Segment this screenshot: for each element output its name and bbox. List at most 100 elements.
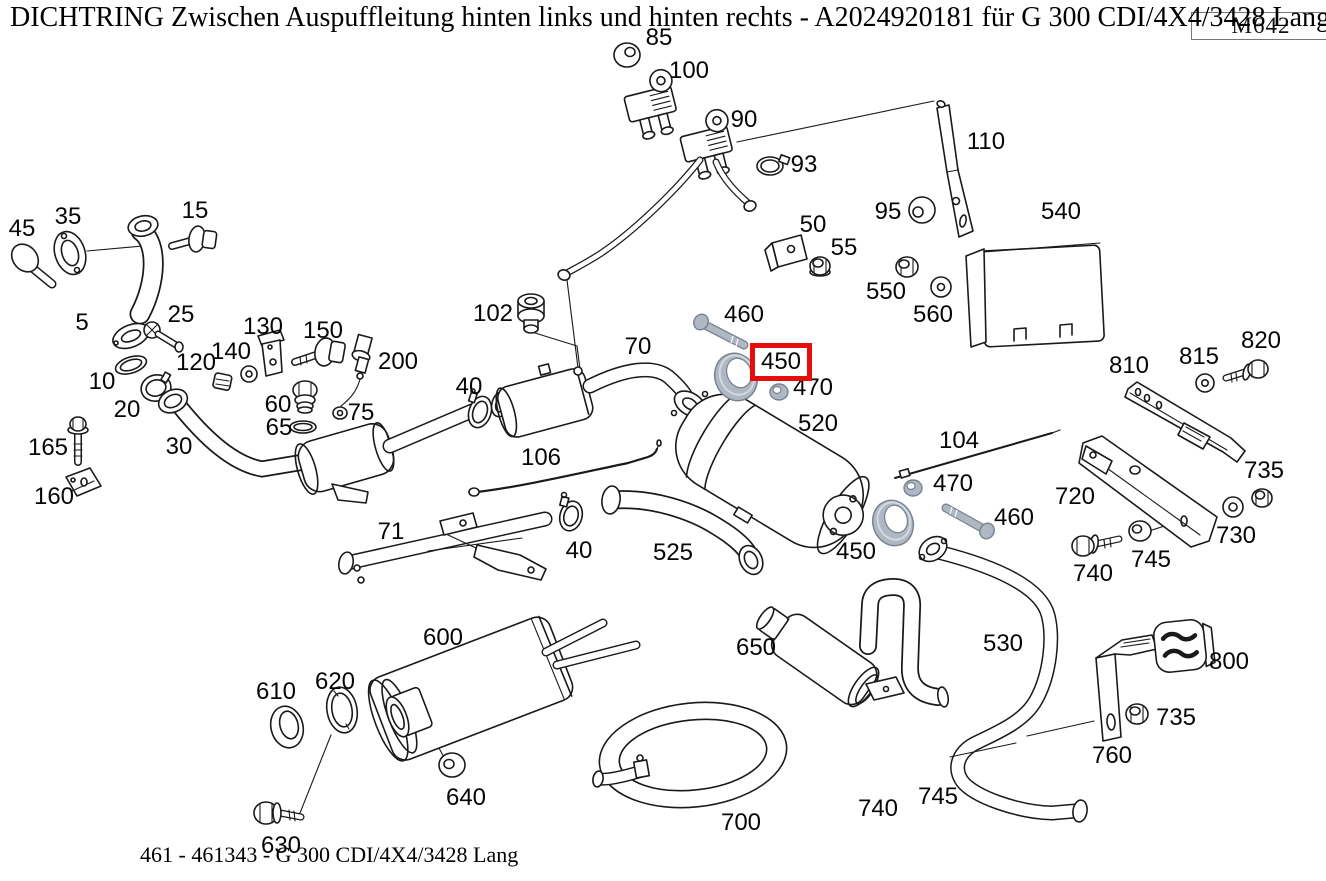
shape-bolt-460a-selected bbox=[693, 313, 749, 350]
shape-tailpipe-530 bbox=[918, 535, 1088, 823]
part-label-165[interactable]: 165 bbox=[27, 434, 69, 461]
part-label-200[interactable]: 200 bbox=[377, 348, 419, 375]
part-label-745[interactable]: 745 bbox=[1130, 546, 1172, 573]
part-label-800[interactable]: 800 bbox=[1208, 648, 1250, 675]
part-label-815[interactable]: 815 bbox=[1178, 343, 1220, 370]
part-label-740[interactable]: 740 bbox=[1072, 560, 1114, 587]
part-label-95[interactable]: 95 bbox=[874, 198, 902, 225]
part-label-740[interactable]: 740 bbox=[857, 795, 899, 822]
shape-washer-815 bbox=[1195, 373, 1215, 393]
part-label-102[interactable]: 102 bbox=[472, 300, 514, 327]
shape-washer-730 bbox=[1222, 496, 1244, 518]
part-label-75[interactable]: 75 bbox=[347, 399, 375, 426]
part-label-730[interactable]: 730 bbox=[1215, 522, 1257, 549]
part-label-650[interactable]: 650 bbox=[735, 634, 777, 661]
shape-bracket-720 bbox=[1078, 435, 1218, 548]
part-label-93[interactable]: 93 bbox=[790, 151, 818, 178]
part-label-630[interactable]: 630 bbox=[260, 832, 302, 859]
page-title: DICHTRING Zwischen Auspuffleitung hinten… bbox=[10, 2, 1326, 33]
part-label-720[interactable]: 720 bbox=[1054, 483, 1096, 510]
shape-dpf-body bbox=[495, 363, 594, 438]
shape-bracket-160 bbox=[65, 467, 102, 497]
part-label-460[interactable]: 460 bbox=[723, 301, 765, 328]
shape-washer-560 bbox=[930, 276, 952, 298]
shape-downpipe-5 bbox=[112, 214, 164, 350]
part-label-120[interactable]: 120 bbox=[175, 349, 217, 376]
part-label-540[interactable]: 540 bbox=[1040, 198, 1082, 225]
shape-grommet-75 bbox=[332, 406, 348, 420]
part-label-150[interactable]: 150 bbox=[302, 317, 344, 344]
part-label-50[interactable]: 50 bbox=[799, 211, 827, 238]
shape-bolt-45 bbox=[10, 243, 57, 289]
part-label-520[interactable]: 520 bbox=[797, 410, 839, 437]
part-label-30[interactable]: 30 bbox=[165, 433, 193, 460]
part-label-745[interactable]: 745 bbox=[917, 783, 959, 810]
shape-bolt-820 bbox=[1222, 359, 1269, 383]
part-label-810[interactable]: 810 bbox=[1108, 352, 1150, 379]
part-label-530[interactable]: 530 bbox=[982, 630, 1024, 657]
part-label-25[interactable]: 25 bbox=[167, 301, 195, 328]
shape-nut-550 bbox=[895, 256, 919, 278]
part-label-610[interactable]: 610 bbox=[255, 678, 297, 705]
shape-muffler-600 bbox=[367, 615, 574, 762]
part-label-470[interactable]: 470 bbox=[932, 470, 974, 497]
part-label-20[interactable]: 20 bbox=[113, 396, 141, 423]
part-label-60[interactable]: 60 bbox=[264, 391, 292, 418]
shape-bolt-630 bbox=[253, 801, 305, 825]
part-label-35[interactable]: 35 bbox=[54, 203, 82, 230]
shape-stud-25 bbox=[143, 321, 184, 353]
part-label-85[interactable]: 85 bbox=[645, 24, 673, 51]
part-label-100[interactable]: 100 bbox=[668, 57, 710, 84]
part-label-160[interactable]: 160 bbox=[33, 483, 75, 510]
part-label-106[interactable]: 106 bbox=[520, 444, 562, 471]
part-label-620[interactable]: 620 bbox=[314, 668, 356, 695]
part-label-460[interactable]: 460 bbox=[993, 504, 1035, 531]
part-label-104[interactable]: 104 bbox=[938, 427, 980, 454]
part-label-40[interactable]: 40 bbox=[455, 373, 483, 400]
part-label-110[interactable]: 110 bbox=[966, 128, 1006, 155]
part-label-640[interactable]: 640 bbox=[445, 784, 487, 811]
shape-dpf-nipple bbox=[573, 366, 583, 376]
shape-flex-hose-700 bbox=[592, 701, 788, 809]
part-label-55[interactable]: 55 bbox=[830, 234, 858, 261]
shape-hanger-800 bbox=[1153, 619, 1216, 673]
part-label-15[interactable]: 15 bbox=[181, 197, 209, 224]
part-label-700[interactable]: 700 bbox=[720, 809, 762, 836]
part-label-760[interactable]: 760 bbox=[1091, 742, 1133, 769]
part-label-450[interactable]: 450 bbox=[835, 538, 877, 565]
shape-ring-450a-selected bbox=[713, 352, 759, 402]
part-label-820[interactable]: 820 bbox=[1240, 327, 1282, 354]
shape-washer-745a bbox=[1128, 520, 1152, 542]
part-label-600[interactable]: 600 bbox=[422, 624, 464, 651]
part-label-10[interactable]: 10 bbox=[88, 368, 116, 395]
part-label-735[interactable]: 735 bbox=[1155, 704, 1197, 731]
shape-gasket-620 bbox=[325, 686, 359, 734]
shape-clamp-40b bbox=[558, 491, 584, 532]
part-label-5[interactable]: 5 bbox=[75, 309, 89, 336]
part-label-550[interactable]: 550 bbox=[865, 278, 907, 305]
shape-strap-110 bbox=[936, 100, 974, 238]
part-label-525[interactable]: 525 bbox=[652, 539, 694, 566]
part-label-90[interactable]: 90 bbox=[730, 106, 758, 133]
shape-bolt-165 bbox=[67, 416, 89, 466]
shape-plug-60 bbox=[292, 380, 318, 414]
part-label-140[interactable]: 140 bbox=[210, 338, 252, 365]
shape-gasket-35 bbox=[53, 230, 87, 276]
part-label-71[interactable]: 71 bbox=[377, 518, 405, 545]
part-label-70[interactable]: 70 bbox=[624, 333, 652, 360]
part-label-560[interactable]: 560 bbox=[912, 301, 954, 328]
shape-bracket-50 bbox=[764, 234, 808, 272]
shape-arch-pipe-650 bbox=[859, 578, 950, 708]
shape-sensor-200 bbox=[340, 333, 373, 407]
part-label-40[interactable]: 40 bbox=[565, 537, 593, 564]
part-label-45[interactable]: 45 bbox=[8, 215, 36, 242]
part-label-735[interactable]: 735 bbox=[1243, 457, 1285, 484]
part-label-130[interactable]: 130 bbox=[242, 313, 284, 340]
part-label-450-highlighted[interactable]: 450 bbox=[749, 343, 813, 381]
shape-ring-450b-selected bbox=[871, 499, 915, 547]
part-label-65[interactable]: 65 bbox=[265, 414, 293, 441]
